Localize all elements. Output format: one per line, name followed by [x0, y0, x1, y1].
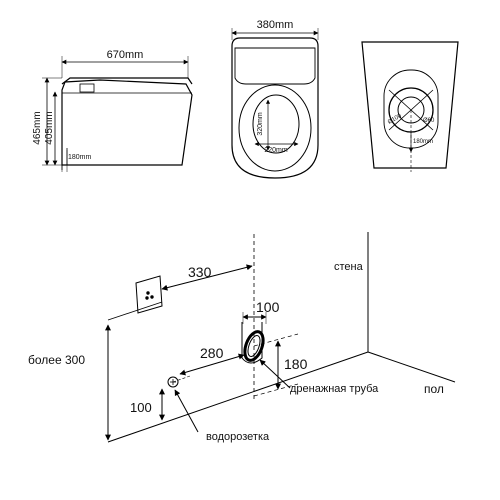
drain-to-inlet-dimension-line	[179, 353, 245, 376]
top-width-label: 380mm	[257, 19, 294, 31]
side-view-body	[61, 79, 193, 166]
drain-to-inlet-label: 280	[200, 345, 224, 361]
side-view-panel	[79, 83, 95, 93]
side-height-total-label: 465mm	[32, 111, 43, 144]
side-view	[42, 56, 193, 172]
top-view	[231, 28, 319, 179]
wall-label: стена	[334, 261, 364, 273]
bottom-offset-label: 180mm	[413, 139, 433, 145]
top-view-outline	[231, 37, 319, 179]
bottom-view-outline	[361, 41, 459, 169]
side-width-label: 670mm	[107, 49, 144, 61]
water-inlet-label: водорозетка	[206, 431, 270, 443]
installation-view	[105, 232, 456, 443]
top-view-bowl	[252, 94, 300, 154]
top-inner-length-label: 320mm	[257, 112, 264, 136]
drain-pipe-label: дренажная труба	[290, 383, 379, 395]
top-inner-width-label: 220mm	[264, 147, 288, 154]
drain-width-label: 100	[256, 299, 280, 315]
side-outlet-label: 180mm	[68, 154, 92, 161]
socket-distance-dimension-line	[161, 264, 253, 291]
electric-socket	[135, 275, 163, 314]
bottom-diameter-b-label: Ø60	[423, 118, 435, 124]
drain-pipe-opening	[243, 330, 265, 362]
top-view-tank	[234, 47, 316, 85]
water-inlet	[167, 376, 179, 388]
inlet-leader-line	[174, 389, 199, 433]
side-height-seat-label: 405mm	[44, 111, 55, 144]
floor-label: пол	[424, 382, 444, 396]
height-min-label: более 300	[28, 353, 85, 367]
top-view-seat	[238, 84, 312, 172]
bottom-view	[361, 41, 459, 172]
socket-distance-label: 330	[188, 264, 212, 280]
wall-floor-line	[107, 351, 369, 443]
side-view-tank	[61, 77, 193, 85]
drain-from-wall-label: 180	[284, 356, 308, 372]
floor-right-line	[367, 351, 456, 383]
drain-leader-line	[259, 359, 291, 389]
inlet-height-label: 100	[130, 400, 152, 415]
